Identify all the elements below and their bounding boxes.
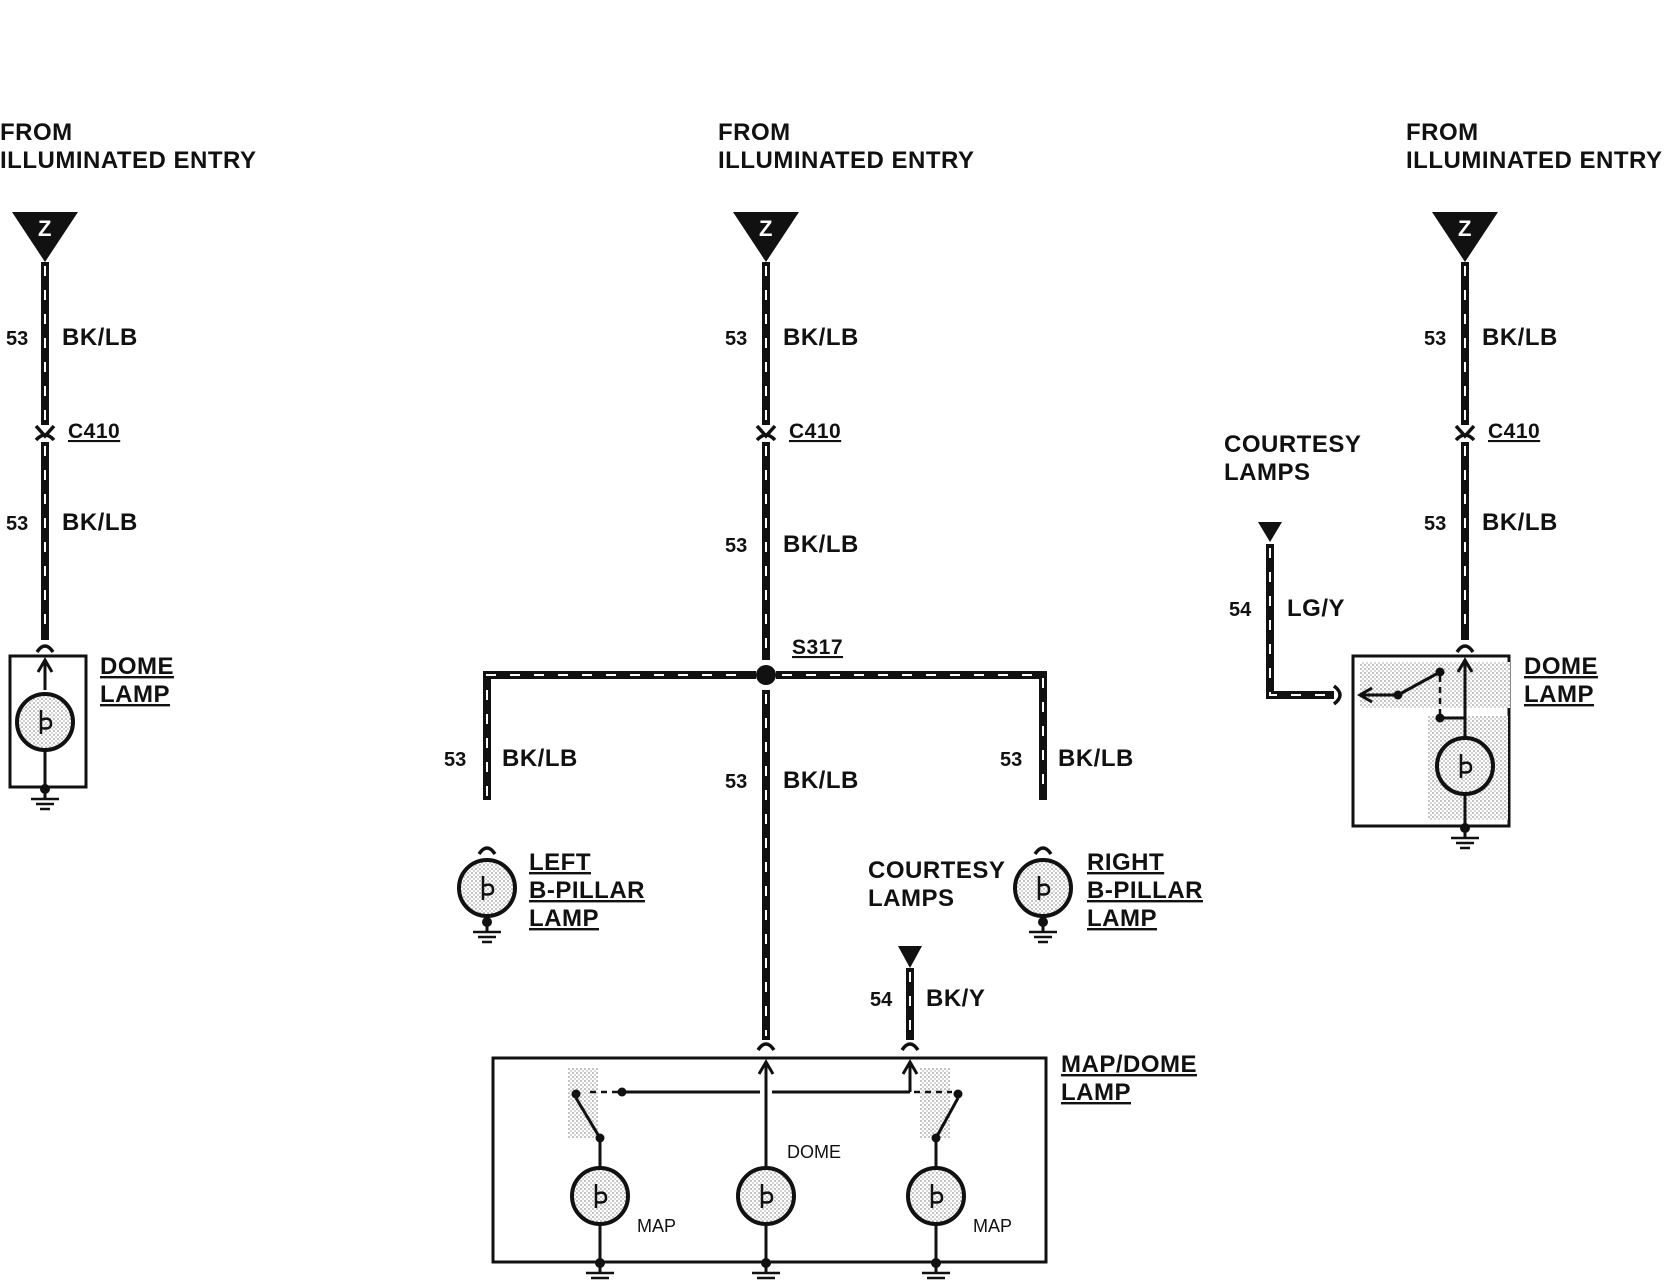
right-b-pillar-label-1: RIGHT — [1087, 849, 1164, 876]
center-wire-down-circuit: 53 — [725, 771, 747, 793]
right-courtesy-label-2: LAMPS — [1224, 459, 1311, 486]
right-b-pillar-label-2: B-PILLAR — [1087, 877, 1203, 904]
left-b-pillar-lamp — [457, 858, 517, 918]
map-right-bulb — [906, 1166, 966, 1226]
right-wire-bottom-color: BK/LB — [1482, 509, 1558, 536]
right-courtesy-label-1: COURTESY — [1224, 431, 1361, 458]
center-wire-mid-circuit: 53 — [725, 535, 747, 557]
right-c410-label: C410 — [1488, 420, 1540, 443]
center-left-wire-color: BK/LB — [502, 745, 578, 772]
left-wire-top-circuit: 53 — [6, 328, 28, 350]
left-b-pillar-label-1: LEFT — [529, 849, 591, 876]
center-from-label: FROM — [718, 119, 791, 146]
center-wire-top-color: BK/LB — [783, 324, 859, 351]
right-courtesy-wire-circuit: 54 — [1229, 599, 1252, 621]
center-courtesy-wire-color: BK/Y — [926, 985, 985, 1012]
map-right-bulb-label: MAP — [973, 1216, 1012, 1236]
right-dome-lamp-label-2: LAMP — [1524, 681, 1594, 708]
map-dome-lamp-label-1: MAP/DOME — [1061, 1051, 1197, 1078]
left-dome-circuit: FROM ILLUMINATED ENTRY Z 53 BK/LB C410 5… — [0, 119, 256, 811]
right-z-connector: Z — [1432, 212, 1498, 262]
dome-bulb — [736, 1166, 796, 1226]
center-c410-connector — [755, 424, 777, 442]
right-courtesy-wire-color: LG/Y — [1287, 595, 1345, 622]
map-left-bulb-label: MAP — [637, 1216, 676, 1236]
left-wire-bottom-color: BK/LB — [62, 509, 138, 536]
center-wire-mid-color: BK/LB — [783, 531, 859, 558]
map-dome-lamp-assembly — [491, 1056, 1048, 1264]
s317-bus — [483, 671, 1047, 800]
right-from-label: FROM — [1406, 119, 1479, 146]
center-courtesy-arrow — [898, 946, 922, 968]
svg-text:Z: Z — [38, 216, 52, 241]
left-z-connector: Z — [12, 212, 78, 262]
center-wire-down-color: BK/LB — [783, 767, 859, 794]
center-wire-top-circuit: 53 — [725, 328, 747, 350]
right-b-pillar-label-3: LAMP — [1087, 905, 1157, 932]
right-wire-top-circuit: 53 — [1424, 328, 1446, 350]
right-b-pillar-ground — [1027, 915, 1059, 944]
center-z-connector: Z — [733, 212, 799, 262]
left-dome-lamp — [8, 654, 88, 789]
center-courtesy-wire-circuit: 54 — [870, 989, 893, 1011]
right-wire-top-color: BK/LB — [1482, 324, 1558, 351]
right-dome-circuit: FROM ILLUMINATED ENTRY Z 53 BK/LB C410 5… — [1224, 119, 1662, 850]
left-b-pillar-ground — [471, 915, 503, 944]
left-dome-lamp-label-1: DOME — [100, 653, 174, 680]
s317-splice — [756, 665, 776, 685]
left-from-label: FROM — [0, 119, 73, 146]
center-right-wire-color: BK/LB — [1058, 745, 1134, 772]
left-wire-bottom-circuit: 53 — [6, 513, 28, 535]
center-circuit: FROM ILLUMINATED ENTRY Z 53 BK/LB C410 5… — [444, 119, 1203, 1280]
center-courtesy-label-1: COURTESY — [868, 857, 1005, 884]
left-b-pillar-label-3: LAMP — [529, 905, 599, 932]
center-c410-label: C410 — [789, 420, 841, 443]
center-courtesy-label-2: LAMPS — [868, 885, 955, 912]
right-source-label: ILLUMINATED ENTRY — [1406, 147, 1662, 174]
right-dome-lamp — [1351, 654, 1511, 828]
left-dome-lamp-label-2: LAMP — [100, 681, 170, 708]
right-dome-lamp-label-1: DOME — [1524, 653, 1598, 680]
right-c410-connector — [1454, 424, 1476, 442]
left-wire-top-color: BK/LB — [62, 324, 138, 351]
svg-text:Z: Z — [1458, 216, 1472, 241]
right-courtesy-wire — [1266, 544, 1334, 699]
left-c410-label: C410 — [68, 420, 120, 443]
center-source-label: ILLUMINATED ENTRY — [718, 147, 974, 174]
center-right-wire-circuit: 53 — [1000, 749, 1022, 771]
left-c410-connector — [34, 424, 56, 442]
left-source-label: ILLUMINATED ENTRY — [0, 147, 256, 174]
center-left-wire-circuit: 53 — [444, 749, 466, 771]
right-wire-bottom-circuit: 53 — [1424, 513, 1446, 535]
s317-label: S317 — [792, 636, 843, 659]
right-b-pillar-lamp — [1013, 858, 1073, 918]
map-dome-lamp-label-2: LAMP — [1061, 1079, 1131, 1106]
left-b-pillar-label-2: B-PILLAR — [529, 877, 645, 904]
right-courtesy-arrow — [1258, 522, 1282, 542]
map-left-bulb — [570, 1166, 630, 1226]
svg-text:Z: Z — [759, 216, 773, 241]
dome-bulb-label: DOME — [787, 1142, 841, 1162]
